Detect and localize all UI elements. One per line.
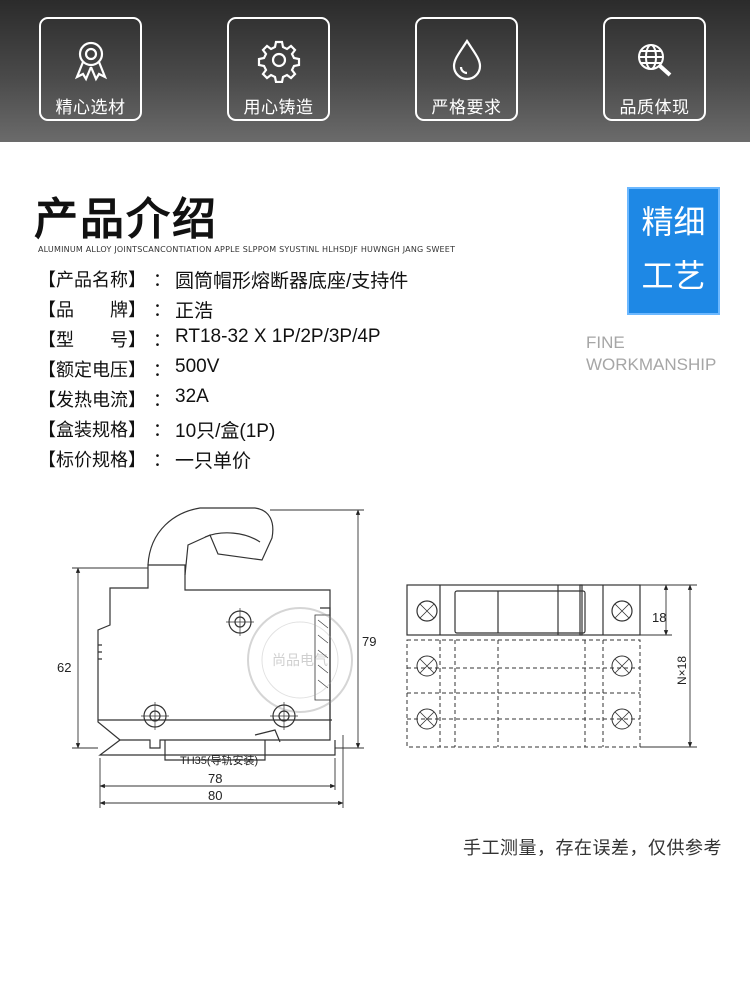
top-dimensions [640,584,697,748]
spec-key: 【额定电压】 [38,360,146,381]
dim-width-78: 78 [208,771,222,786]
spec-key: 【标价规格】 [38,450,146,471]
spec-colon: ： [153,450,171,471]
spec-colon: ： [153,300,171,321]
dim-pole-18: 18 [652,610,666,625]
feature-card-casting: 用心铸造 [227,17,330,121]
spec-colon: ： [153,390,171,411]
top-view-dashed [406,639,641,748]
fine-line1: FINE [586,333,625,352]
spec-value: RT18-32 X 1P/2P/3P/4P [175,326,381,347]
award-ribbon-icon [74,41,107,82]
spec-value: 圆筒帽形熔断器底座/支持件 [175,271,409,292]
spec-colon: ： [153,330,171,351]
measurement-note: 手工测量，存在误差，仅供参考 [463,838,722,859]
water-drop-icon [452,38,481,81]
spec-key: 【发热电流】 [38,390,146,411]
feature-label: 精心选材 [55,98,126,118]
rail-label: TH35(导轨安装) [180,753,258,767]
feature-label: 品质体现 [619,98,690,118]
fine-line2: WORKMANSHIP [586,355,717,374]
feature-card-strict: 严格要求 [415,17,518,121]
spec-key: 【型 号】 [38,330,146,351]
dim-height-62: 62 [57,660,71,675]
spec-value: 32A [175,386,209,407]
spec-colon: ： [153,360,171,381]
spec-colon: ： [153,420,171,441]
feature-label: 严格要求 [431,98,502,118]
feature-banner: 精心选材 用心铸造 严格要求 [0,0,750,142]
dim-width-80: 80 [208,788,222,803]
spec-value: 500V [175,356,220,377]
top-view [406,584,641,636]
side-dimensions [72,509,364,808]
spec-colon: ： [153,270,171,291]
spec-value: 10只/盒(1P) [175,421,276,442]
badge-line2: 工艺 [641,257,706,295]
gear-icon [257,40,300,84]
fine-workmanship-text: FINE WORKMANSHIP [586,332,716,376]
spec-key: 【品 牌】 [38,300,146,321]
side-view [97,507,336,761]
spec-value: 一只单价 [175,451,252,472]
spec-key: 【产品名称】 [38,270,146,291]
badge-line1: 精细 [641,203,706,241]
fine-craft-badge: 精细 工艺 [627,187,720,315]
spec-value: 正浩 [175,301,214,322]
watermark-text: 尚品电气 [272,653,328,669]
feature-card-quality: 品质体现 [603,17,706,121]
spec-key: 【盒装规格】 [38,420,146,441]
feature-card-materials: 精心选材 [39,17,142,121]
watermark-seal: 尚品电气 [247,607,353,713]
dim-height-79: 79 [362,634,376,649]
dimension-drawing: 62 79 TH35(导轨安装) 78 80 尚品电气 [57,507,697,808]
intro-title: 产品介绍 [34,194,218,245]
dim-total: N×18 [675,656,689,685]
intro-subtitle: ALUMINUM ALLOY JOINTSCANCONTIATION APPLE… [38,245,456,254]
feature-label: 用心铸造 [243,98,314,118]
globe-search-icon [637,44,671,77]
